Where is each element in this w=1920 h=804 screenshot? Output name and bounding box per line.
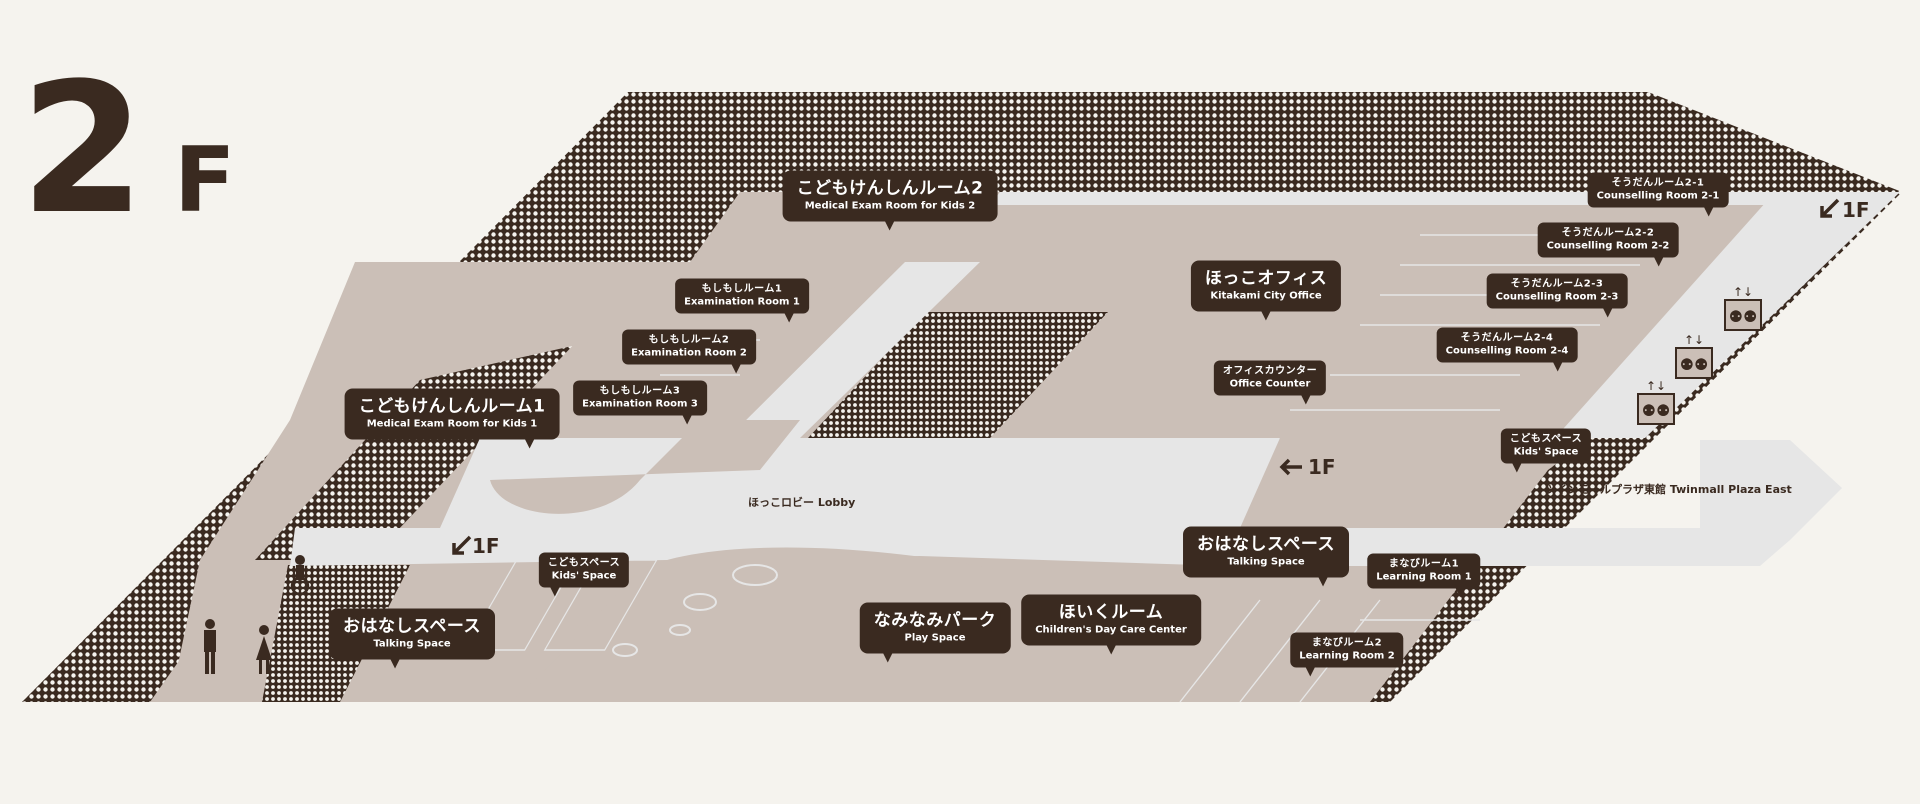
floor-unit: F [174,128,236,233]
lobby-curve [490,420,800,514]
room-name-en: Kids' Space [551,570,617,582]
room-talking-space-east[interactable]: おはなしスペース Talking Space [1183,526,1349,587]
room-play-space[interactable]: なみなみパーク Play Space [859,602,1011,663]
room-talking-space-west[interactable]: おはなしスペース Talking Space [329,608,495,669]
room-name-ja: もしもしルーム3 [599,385,681,397]
room-name-ja: こどもスペース [547,557,621,569]
room-name-ja: おはなしスペース [1197,534,1335,555]
room-kids-space-east[interactable]: こどもスペース Kids' Space [1500,428,1592,473]
elevator-icon[interactable]: ↑↓ ⚉⚉ [1637,379,1675,425]
room-day-care[interactable]: ほいくルーム Children's Day Care Center [1021,594,1201,655]
play-ring [669,624,691,636]
room-kids-space-west[interactable]: こどもスペース Kids' Space [538,552,630,597]
svg-text:↑↓: ↑↓ [1684,333,1704,347]
stairs-1f-label[interactable]: 1F [1842,198,1870,222]
room-name-en: Counselling Room 2-2 [1546,240,1670,252]
room-name-ja: そうだんルーム2-2 [1561,227,1655,239]
room-counselling-2-2[interactable]: そうだんルーム2-2 Counselling Room 2-2 [1537,222,1679,267]
room-exam-2[interactable]: もしもしルーム2 Examination Room 2 [622,329,756,374]
room-name-en: Counselling Room 2-4 [1445,345,1569,357]
room-name-ja: こどもスペース [1509,433,1583,445]
floor-number: 2 [20,45,146,254]
stairs-arrow-icon [1279,458,1302,476]
room-name-en: Learning Room 1 [1376,571,1472,583]
room-name-ja: まなびルーム1 [1388,558,1460,570]
room-counselling-2-4[interactable]: そうだんルーム2-4 Counselling Room 2-4 [1436,327,1578,372]
room-name-ja: なみなみパーク [873,610,997,631]
wheelchair-icon [290,555,310,596]
room-kids-exam-2[interactable]: こどもけんしんルーム2 Medical Exam Room for Kids 2 [782,170,998,231]
stairs-arrow-icon [452,535,472,555]
room-name-ja: ほいくルーム [1058,602,1164,623]
room-exam-1[interactable]: もしもしルーム1 Examination Room 1 [675,278,809,323]
room-name-en: Examination Room 3 [582,398,698,410]
room-exam-3[interactable]: もしもしルーム3 Examination Room 3 [573,380,707,425]
room-counselling-2-1[interactable]: そうだんルーム2-1 Counselling Room 2-1 [1587,172,1729,217]
room-name-ja: そうだんルーム2-1 [1611,177,1705,189]
room-learning-2[interactable]: まなびルーム2 Learning Room 2 [1290,632,1404,677]
room-name-en: Children's Day Care Center [1035,624,1187,636]
room-name-en: Kids' Space [1513,446,1579,458]
room-name-ja: そうだんルーム2-4 [1460,332,1554,344]
elevator-icon[interactable]: ↑↓ ⚉⚉ [1724,285,1762,331]
room-name-en: Counselling Room 2-3 [1495,291,1619,303]
room-name-en: Play Space [904,632,966,644]
room-counselling-2-3[interactable]: そうだんルーム2-3 Counselling Room 2-3 [1486,273,1628,318]
room-name-en: Talking Space [1227,556,1305,568]
person-icon [204,619,216,674]
play-ring [612,643,638,657]
room-name-en: Examination Room 1 [684,296,800,308]
room-name-ja: もしもしルーム2 [648,334,730,346]
svg-text:⚉⚉: ⚉⚉ [1680,355,1709,374]
corridor-east [1700,440,1842,535]
room-name-ja: こどもけんしんルーム1 [358,396,546,417]
room-hokko-office[interactable]: ほっこオフィス Kitakami City Office [1190,260,1342,321]
svg-text:↑↓: ↑↓ [1733,285,1753,299]
corridor-vertical-left [728,262,980,438]
corridor-lobby-west [440,438,1280,528]
play-ring [683,593,717,611]
room-learning-1[interactable]: まなびルーム1 Learning Room 1 [1367,553,1481,598]
room-name-en: Examination Room 2 [631,347,747,359]
room-name-en: Office Counter [1229,378,1311,390]
plaza-east-label: ツインモールプラザ東館 Twinmall Plaza East [1545,483,1792,496]
room-name-ja: オフィスカウンター [1222,365,1318,377]
room-name-en: Talking Space [373,638,451,650]
room-kids-exam-1[interactable]: こどもけんしんルーム1 Medical Exam Room for Kids 1 [344,388,560,449]
svg-text:⚉⚉: ⚉⚉ [1729,307,1758,326]
corridor-main [290,480,1842,566]
svg-text:⚉⚉: ⚉⚉ [1642,401,1671,420]
elevator-icon[interactable]: ↑↓ ⚉⚉ [1675,333,1713,379]
room-name-ja: そうだんルーム2-3 [1510,278,1604,290]
room-name-ja: まなびルーム2 [1311,637,1383,649]
room-name-en: Kitakami City Office [1210,290,1322,302]
room-name-en: Medical Exam Room for Kids 1 [366,418,538,430]
room-name-ja: ほっこオフィス [1204,268,1328,289]
floor-area-left [170,262,900,702]
person-icon [256,625,272,674]
play-area [510,547,1000,702]
stairs-arrow-icon [1820,198,1840,218]
room-name-ja: こどもけんしんルーム2 [796,178,984,199]
lobby-label: ほっこロビー Lobby [748,496,856,509]
play-ring [732,564,778,586]
inner-block-center [808,312,1108,438]
room-name-en: Learning Room 2 [1299,650,1395,662]
stairs-1f-label[interactable]: 1F [1308,455,1336,479]
stairs-1f-label[interactable]: 1F [472,534,500,558]
room-office-counter[interactable]: オフィスカウンター Office Counter [1213,360,1327,405]
room-name-ja: もしもしルーム1 [701,283,783,295]
svg-text:↑↓: ↑↓ [1646,379,1666,393]
room-name-en: Counselling Room 2-1 [1596,190,1720,202]
room-name-en: Medical Exam Room for Kids 2 [804,200,976,212]
room-name-ja: おはなしスペース [343,616,481,637]
